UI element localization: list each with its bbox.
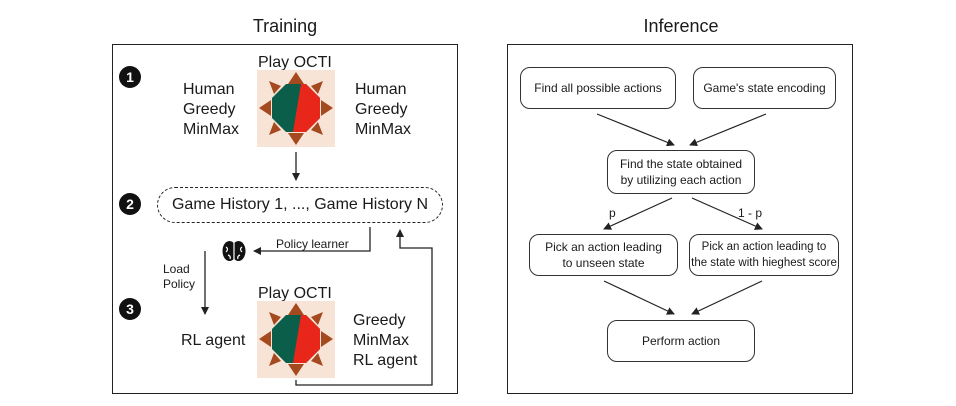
player-left-greedy: Greedy xyxy=(183,101,236,118)
inference-panel xyxy=(507,44,853,394)
arrow-actions-to-state xyxy=(596,113,675,147)
pick-unseen-text-line2: to unseen state xyxy=(562,256,645,270)
probability-one-minus-p-label: 1 - p xyxy=(738,206,763,220)
game-history-label: Game History 1, ..., Game History N xyxy=(171,196,429,213)
pick-highest-text-line1: Pick an action leading to xyxy=(701,241,827,253)
octi-board-image-1 xyxy=(257,70,335,147)
pick-unseen-node: Pick an action leading to unseen state xyxy=(529,234,678,276)
arrow-state-to-unseen xyxy=(603,197,673,230)
arrow-board3-to-history xyxy=(295,229,433,386)
rl-agent-label: RL agent xyxy=(181,332,246,349)
player-right-human: Human xyxy=(355,81,407,98)
arrow-state-to-highest xyxy=(691,197,763,230)
step-2-badge: 2 xyxy=(119,193,141,215)
load-policy-label-line1: Load xyxy=(163,262,190,276)
probability-p-label: p xyxy=(609,206,616,220)
training-title: Training xyxy=(252,16,318,36)
find-actions-node: Find all possible actions xyxy=(520,67,676,109)
pick-unseen-text-line1: Pick an action leading xyxy=(545,240,662,254)
step-1-badge: 1 xyxy=(119,66,141,88)
player-right-greedy: Greedy xyxy=(355,101,408,118)
step-3-badge: 3 xyxy=(119,298,141,320)
player-right-minmax-3: MinMax xyxy=(353,332,410,349)
training-panel xyxy=(112,44,458,394)
inference-title: Inference xyxy=(643,16,719,36)
arrow-history-to-brain xyxy=(253,227,371,255)
player-left-minmax: MinMax xyxy=(183,121,240,138)
player-right-greedy-3: Greedy xyxy=(353,312,406,329)
find-actions-text: Find all possible actions xyxy=(534,81,662,95)
player-right-minmax: MinMax xyxy=(355,121,412,138)
find-state-text-line2: by utilizing each action xyxy=(620,173,742,187)
player-left-human: Human xyxy=(183,81,235,98)
find-state-node: Find the state obtained by utilizing eac… xyxy=(607,150,755,194)
octi-board-image-3 xyxy=(257,301,335,378)
load-policy-label-line2: Policy xyxy=(163,277,196,291)
state-encoding-text: Game's state encoding xyxy=(703,81,826,95)
arrow-highest-to-perform xyxy=(691,280,763,315)
perform-action-node: Perform action xyxy=(607,320,755,362)
arrow-encoding-to-state xyxy=(689,113,767,147)
pick-highest-node: Pick an action leading to the state with… xyxy=(689,234,839,276)
policy-learner-label: Policy learner xyxy=(276,237,349,251)
find-state-text-line1: Find the state obtained xyxy=(619,157,743,171)
play-octi-label-3: Play OCTI xyxy=(258,285,332,302)
perform-action-text: Perform action xyxy=(641,334,721,348)
brain-icon xyxy=(222,240,246,262)
state-encoding-node: Game's state encoding xyxy=(693,67,836,109)
play-octi-label-1: Play OCTI xyxy=(258,54,332,71)
player-right-rlagent-3: RL agent xyxy=(353,352,418,369)
arrow-unseen-to-perform xyxy=(603,280,675,315)
game-history-box xyxy=(157,187,443,223)
pick-highest-text-line2: the state with hieghest score xyxy=(691,257,837,269)
